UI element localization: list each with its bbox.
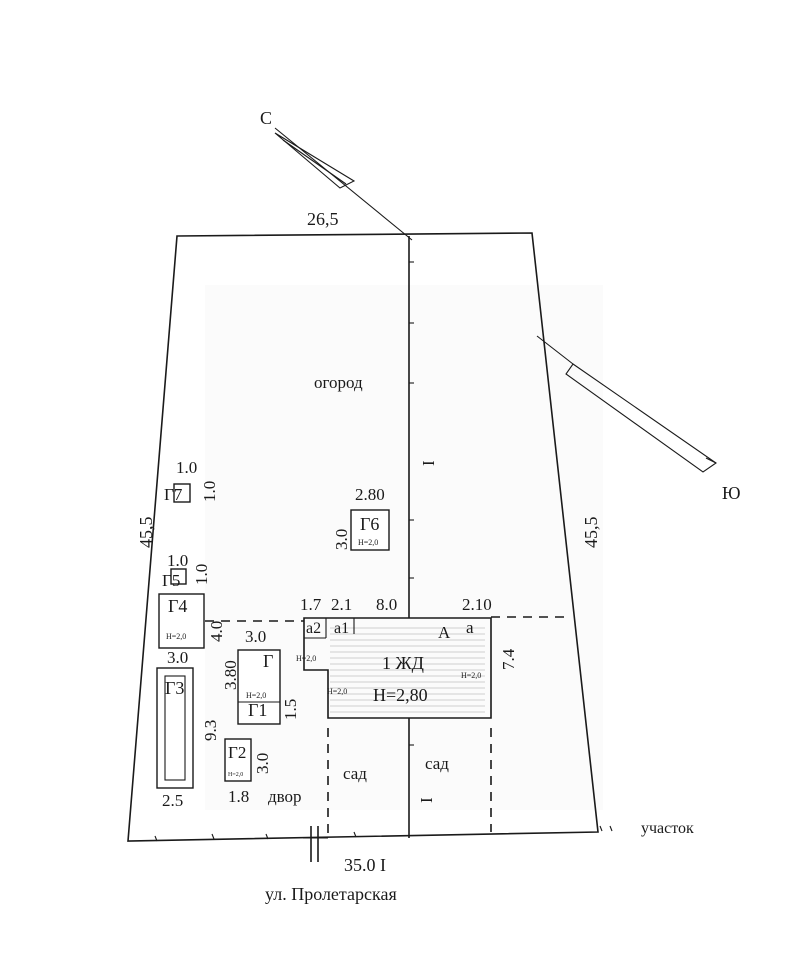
g-dim-height: 3.80 <box>221 660 240 690</box>
g4-building <box>158 593 205 649</box>
g3-label: Г3 <box>165 678 184 698</box>
g5-building <box>170 568 187 585</box>
axis-mark-bottom: I <box>417 797 436 803</box>
bottom-boundary-dim: 35.0 I <box>344 855 386 875</box>
g-height: Н=2,0 <box>246 691 266 700</box>
house-height: Н=2,80 <box>373 685 428 705</box>
house-dim-width: 8.0 <box>376 595 397 614</box>
sad-label-right: сад <box>425 754 449 773</box>
g3-inner <box>164 675 186 781</box>
sad-label-left: сад <box>343 764 367 783</box>
plot-boundary <box>127 232 599 842</box>
north-label: С <box>260 108 272 128</box>
g2-building <box>224 738 252 782</box>
g3-building <box>156 667 194 789</box>
g-dim-width: 3.0 <box>245 627 266 646</box>
bottom-boundary-ticks <box>154 825 613 842</box>
g6-label: Г6 <box>360 514 379 534</box>
g6-height: Н=2,0 <box>358 538 378 547</box>
g4-label: Г4 <box>168 596 187 616</box>
south-arrow-tip <box>705 457 717 464</box>
g1-label: Г1 <box>248 700 267 720</box>
south-arrow-icon <box>565 363 717 473</box>
g5-label: Г5 <box>162 571 180 590</box>
g2-height: Н=2,0 <box>228 772 243 778</box>
house-label-A: А <box>438 623 451 642</box>
house-label-a2: а2 <box>306 620 321 637</box>
house-dim-a1: 2.1 <box>331 595 352 614</box>
neighbor-label: участок <box>641 820 694 837</box>
g3-dim-bottom: 2.5 <box>162 791 183 810</box>
top-boundary-dim: 26,5 <box>307 209 339 229</box>
g7-dim-height: 1.0 <box>200 481 219 502</box>
house-h-a2: Н=2,0 <box>296 654 316 663</box>
axis-mark-top: I <box>419 460 438 466</box>
g2-label: Г2 <box>228 743 246 762</box>
g4-height: Н=2,0 <box>166 632 186 641</box>
ogorod-label: огород <box>314 373 363 392</box>
main-house-outline <box>303 617 492 719</box>
g3-dim-top: 3.0 <box>167 648 188 667</box>
g7-dim-width: 1.0 <box>176 458 197 477</box>
left-boundary-dim: 45,5 <box>136 517 156 549</box>
house-label-a1: а1 <box>334 620 349 637</box>
divider-ticks <box>409 261 414 746</box>
dvor-label: двор <box>268 787 302 806</box>
street-label: ул. Пролетарская <box>265 884 397 904</box>
house-label-a: а <box>466 618 474 637</box>
g7-building <box>173 483 191 503</box>
house-dim-a2: 1.7 <box>300 595 322 614</box>
g-building <box>237 649 281 725</box>
g6-building <box>350 509 390 551</box>
house-dim-a: 2.10 <box>462 595 492 614</box>
g6-dim-height: 3.0 <box>332 529 351 550</box>
background-shade <box>205 285 603 810</box>
right-boundary-dim: 45,5 <box>581 517 601 549</box>
g6-dim-width: 2.80 <box>355 485 385 504</box>
g5-dim-height: 1.0 <box>192 564 211 585</box>
main-house-hatch <box>330 627 485 713</box>
g2-dim-width: 1.8 <box>228 787 249 806</box>
house-name: 1 ЖД <box>382 653 424 673</box>
house-h-a1: Н=2,0 <box>327 687 347 696</box>
south-label: Ю <box>722 483 741 503</box>
g7-label: Г7 <box>164 485 183 504</box>
house-dim-depth: 7.4 <box>499 648 518 670</box>
gate-icon <box>303 826 328 862</box>
g3-dim-height: 9.3 <box>201 720 220 741</box>
north-arrow-shaft <box>282 139 347 185</box>
g-label: Г <box>263 651 273 671</box>
compass-axis-line <box>274 127 413 241</box>
north-arrow-icon <box>274 132 356 189</box>
south-arrow-tail <box>536 335 574 365</box>
g5-dim-width: 1.0 <box>167 551 188 570</box>
g4-dim-height: 4.0 <box>207 621 226 642</box>
g2-dim-height: 3.0 <box>253 753 272 774</box>
house-h-a: Н=2,0 <box>461 671 481 680</box>
g1-dim: 1.5 <box>281 699 300 720</box>
